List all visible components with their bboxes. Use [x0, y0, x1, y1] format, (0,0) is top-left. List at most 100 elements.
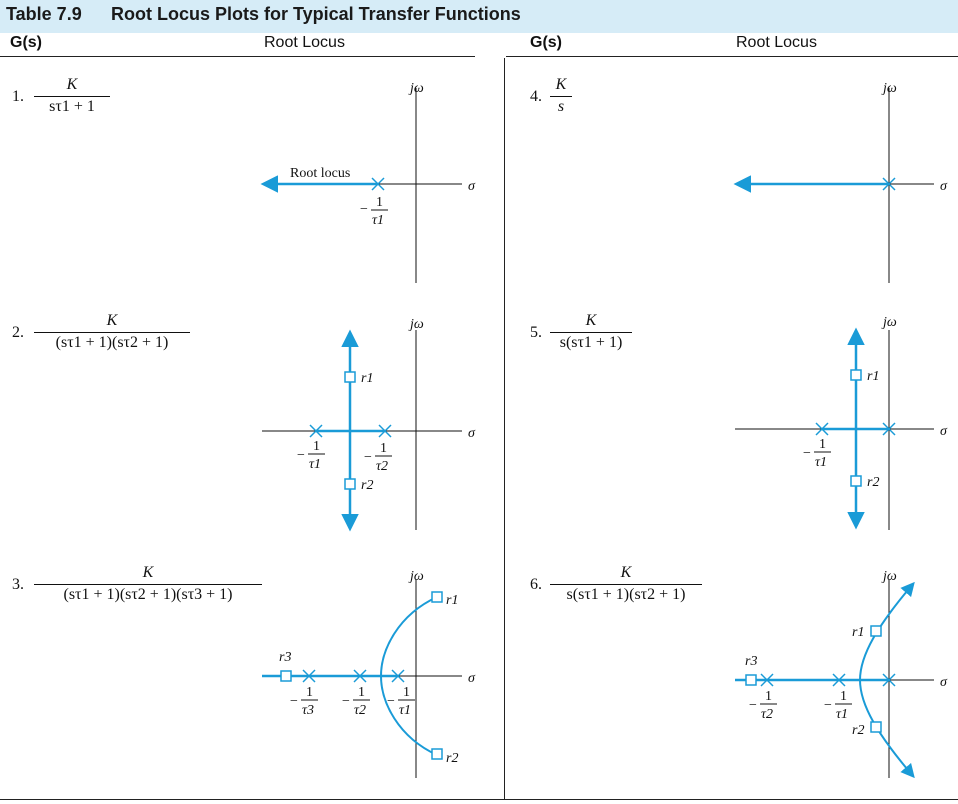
fraction-bar — [34, 584, 262, 585]
closed-loop-root-marker — [745, 674, 757, 686]
pole-denominator: τ2 — [354, 703, 366, 718]
tf-numerator: K — [620, 564, 632, 581]
pole-numerator: 1 — [376, 195, 383, 210]
pole-marker — [302, 669, 316, 683]
minus-sign: − — [824, 698, 832, 713]
closed-loop-root-marker — [344, 478, 356, 490]
tf-denominator: (sτ1 + 1)(sτ2 + 1)(sτ3 + 1) — [63, 586, 233, 603]
row-index: 3. — [12, 576, 24, 593]
jw-label: jω — [881, 81, 897, 96]
fraction-bar — [550, 96, 572, 97]
plot-6: jω σ r1 r2 r3 − 1 τ2 − 1 τ1 — [735, 569, 948, 779]
pole-marker — [760, 673, 774, 687]
plot-2: jω σ r1 r2 − 1 τ1 − 1 τ2 — [262, 317, 476, 532]
pole-marker — [832, 673, 846, 687]
jw-label: jω — [881, 569, 897, 584]
tf-numerator: K — [555, 76, 567, 93]
tf-denominator: sτ1 + 1 — [49, 98, 95, 115]
sigma-label: σ — [940, 424, 948, 439]
plot-1: jω σ Root locus − 1 τ1 — [260, 81, 476, 283]
minus-sign: − — [387, 694, 395, 709]
tf-denominator: s(sτ1 + 1)(sτ2 + 1) — [566, 586, 686, 603]
sigma-label: σ — [468, 671, 476, 686]
minus-sign: − — [364, 450, 372, 465]
pole-marker — [371, 177, 385, 191]
row-index: 4. — [530, 88, 542, 105]
tf-numerator: K — [66, 76, 78, 93]
tf-denominator: s(sτ1 + 1) — [559, 334, 623, 351]
minus-sign: − — [342, 694, 350, 709]
tf-numerator: K — [142, 564, 154, 581]
pole-marker — [882, 177, 896, 191]
pole-numerator: 1 — [840, 689, 847, 704]
pole-denominator: τ1 — [836, 707, 848, 722]
col-header-locus-right: Root Locus — [736, 34, 817, 51]
col-header-g-right: G(s) — [530, 34, 562, 51]
closed-loop-root-marker — [850, 475, 862, 487]
column-divider — [504, 58, 505, 800]
pole-marker — [882, 673, 896, 687]
closed-loop-root-marker — [344, 371, 356, 383]
pole-denominator: τ2 — [761, 707, 773, 722]
pole-marker — [815, 422, 829, 436]
plot-3: jω σ r1 r2 r3 − 1 τ3 − 1 τ2 − 1 τ1 — [262, 569, 476, 778]
fraction-bar — [34, 96, 110, 97]
minus-sign: − — [290, 694, 298, 709]
sigma-label: σ — [468, 179, 476, 194]
pole-marker — [309, 424, 323, 438]
header-rule-right — [506, 56, 958, 57]
pole-marker — [353, 669, 367, 683]
closed-loop-root-marker — [850, 369, 862, 381]
minus-sign: − — [297, 448, 305, 463]
col-header-locus-left: Root Locus — [264, 34, 345, 51]
sigma-label: σ — [940, 179, 948, 194]
pole-numerator: 1 — [306, 685, 313, 700]
table-number: Table 7.9 — [6, 4, 82, 24]
pole-numerator: 1 — [403, 685, 410, 700]
table-title: Root Locus Plots for Typical Transfer Fu… — [111, 4, 521, 24]
table-title-bar: Table 7.9 Root Locus Plots for Typical T… — [0, 0, 958, 33]
root-label-r1: r1 — [867, 369, 879, 384]
closed-loop-root-marker — [870, 625, 882, 637]
pole-denominator: τ3 — [302, 703, 314, 718]
tf-denominator: s — [557, 98, 565, 115]
minus-sign: − — [749, 698, 757, 713]
jw-label: jω — [881, 315, 897, 330]
root-label-r1: r1 — [852, 625, 864, 640]
closed-loop-root-marker — [431, 591, 443, 603]
pole-denominator: τ2 — [376, 459, 388, 474]
row-index: 2. — [12, 324, 24, 341]
root-label-r3: r3 — [745, 654, 757, 669]
row-index: 5. — [530, 324, 542, 341]
fraction-bar — [550, 332, 632, 333]
root-label-r1: r1 — [361, 371, 373, 386]
pole-numerator: 1 — [358, 685, 365, 700]
sigma-label: σ — [468, 426, 476, 441]
jw-label: jω — [408, 81, 424, 96]
fraction-bar — [34, 332, 190, 333]
pole-denominator: τ1 — [309, 457, 321, 472]
tf-numerator: K — [106, 312, 118, 329]
root-label-r2: r2 — [361, 478, 373, 493]
pole-numerator: 1 — [819, 437, 826, 452]
plot-4: jω σ — [733, 81, 948, 283]
root-label-r1: r1 — [446, 593, 458, 608]
row-index: 1. — [12, 88, 24, 105]
pole-marker — [391, 669, 405, 683]
pole-marker — [378, 424, 392, 438]
closed-loop-root-marker — [280, 670, 292, 682]
locus-branch-curve — [858, 581, 915, 779]
root-label-r2: r2 — [446, 751, 458, 766]
minus-sign: − — [360, 202, 368, 217]
plot-5: jω σ r1 r2 − 1 τ1 — [735, 315, 948, 530]
tf-numerator: K — [585, 312, 597, 329]
jw-label: jω — [408, 317, 424, 332]
pole-numerator: 1 — [380, 441, 387, 456]
pole-numerator: 1 — [765, 689, 772, 704]
root-label-r2: r2 — [867, 475, 879, 490]
pole-marker — [882, 422, 896, 436]
root-locus-label: Root locus — [290, 166, 350, 181]
pole-numerator: 1 — [313, 439, 320, 454]
row-index: 6. — [530, 576, 542, 593]
